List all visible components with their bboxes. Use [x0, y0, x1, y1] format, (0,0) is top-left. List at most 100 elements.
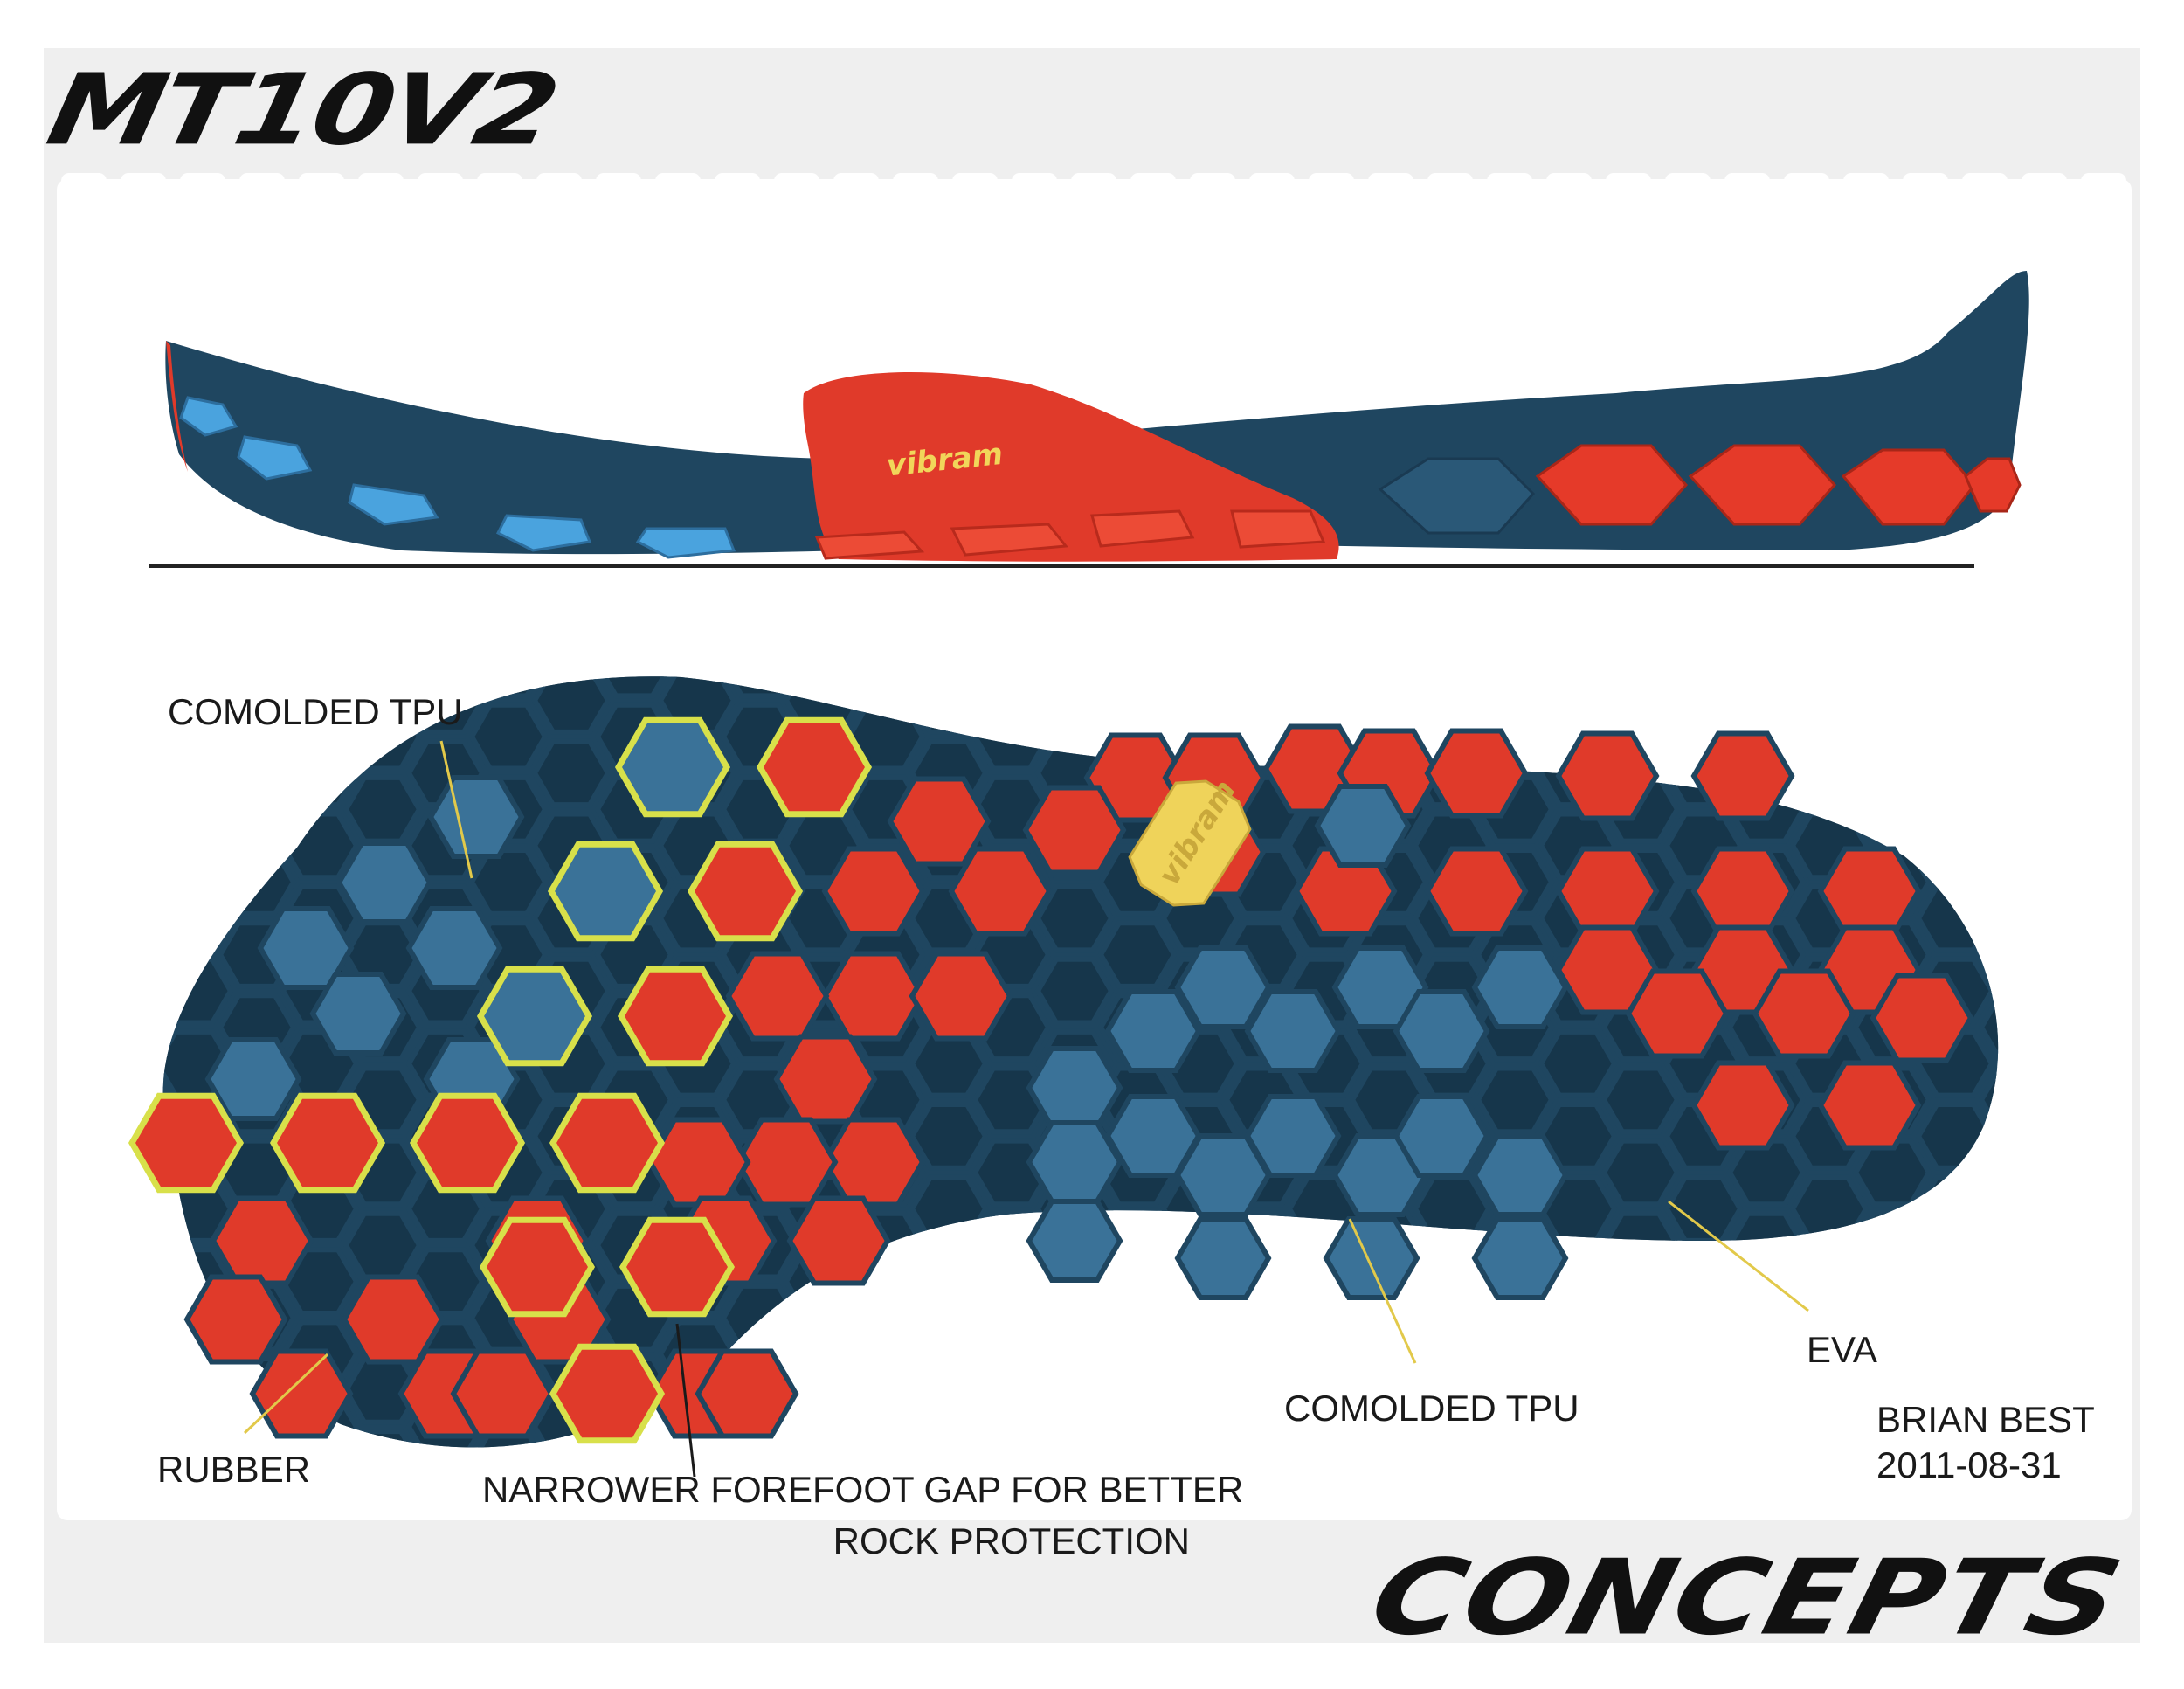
frame-scallop [1665, 173, 1711, 189]
rubber-lug [1817, 846, 1922, 937]
frame-scallop [299, 173, 344, 189]
frame-scallop [596, 173, 641, 189]
side-forefoot-lugs [1378, 444, 2022, 535]
frame-scallop [1724, 173, 1770, 189]
rubber-lug [1817, 1060, 1922, 1151]
frame-scallop [833, 173, 879, 189]
tpu-lug [1174, 1216, 1272, 1300]
frame-scallop [1368, 173, 1413, 189]
texture-hex [1978, 993, 1999, 1063]
label-rubber: RUBBER [157, 1449, 311, 1490]
texture-hex [2170, 887, 2184, 951]
texture-hex [2170, 1322, 2184, 1386]
rubber-lug [1752, 968, 1856, 1059]
frame-scallop [536, 173, 582, 189]
tpu-lug [427, 775, 525, 859]
tpu-lug [1393, 1094, 1490, 1178]
leader-comolded-tpu-bottom [1348, 1218, 1417, 1364]
texture-hex [1600, 1138, 1681, 1208]
frame-scallop [1130, 173, 1176, 189]
texture-hex [909, 1028, 989, 1098]
rubber-lug [948, 846, 1053, 937]
rubber-lug [1690, 846, 1795, 937]
rubber-lug [887, 776, 992, 867]
rubber-lug [786, 1195, 891, 1286]
texture-hex [657, 676, 737, 735]
frame-scallop [1012, 173, 1057, 189]
tpu-lug [1026, 1046, 1123, 1130]
highlighted-rubber-lug [479, 1216, 596, 1318]
rubber-lug [909, 951, 1013, 1042]
frame-scallop [358, 173, 404, 189]
tpu-lug [1393, 989, 1490, 1073]
frame-scallop [1071, 173, 1116, 189]
rubber-lug [1690, 1060, 1795, 1151]
author-date: 2011-08-31 [1876, 1444, 2062, 1485]
frame-scallop [180, 173, 225, 189]
frame-scallop [121, 173, 166, 189]
highlighted-rubber-lug [269, 1092, 386, 1194]
tpu-lug [1471, 945, 1569, 1029]
rubber-lug [1555, 730, 1660, 821]
texture-hex [2170, 959, 2184, 1023]
frame-scallop [774, 173, 819, 189]
rubber-lug [1022, 785, 1127, 876]
texture-hex [2170, 668, 2184, 732]
highlighted-rubber-lug [409, 1092, 526, 1194]
leader-rubber [243, 1353, 329, 1435]
tpu-lug [204, 1037, 302, 1121]
rubber-lug [210, 1195, 314, 1286]
frame-scallop [1249, 173, 1295, 189]
texture-hex [2170, 741, 2184, 805]
side-midsole-red-edge [166, 341, 188, 472]
rubber-lug [646, 1117, 751, 1208]
texture-hex [1978, 1065, 1999, 1135]
rubber-lug [821, 846, 926, 937]
texture-hex [1034, 883, 1115, 953]
author-name: BRIAN BEST [1876, 1399, 2095, 1440]
texture-hex [1726, 1138, 1807, 1208]
label-comolded-tpu-top: COMOLDED TPU [168, 691, 463, 732]
texture-hex [468, 702, 549, 772]
highlighted-rubber-lug [128, 1092, 245, 1194]
rubber-lug [1870, 973, 1974, 1063]
frame-scallop [1427, 173, 1473, 189]
rubber-lug [183, 1274, 288, 1365]
rubber-lug [821, 1117, 926, 1208]
frame-scallop [1962, 173, 2008, 189]
highlighted-tpu-lug [476, 966, 593, 1067]
rubber-lug [1424, 846, 1529, 937]
rubber-lug [450, 1348, 555, 1439]
texture-hex [1034, 956, 1115, 1026]
highlighted-tpu-lug [614, 716, 731, 818]
highlighted-rubber-lug [617, 966, 734, 1067]
label-eva: EVA [1807, 1329, 1877, 1370]
frame-scallop [2081, 173, 2126, 189]
texture-hex [2170, 1468, 2184, 1532]
tpu-lug [405, 906, 503, 990]
rubber-lug [773, 1034, 878, 1125]
side-arch-wedge [803, 372, 1339, 562]
label-forefoot-gap-line1: NARROWER FOREFOOT GAP FOR BETTER [482, 1469, 1244, 1510]
texture-hex [909, 1102, 989, 1171]
rubber-lug [1555, 846, 1660, 937]
frame-scallop [1546, 173, 1592, 189]
frame-scallop [1190, 173, 1235, 189]
texture-hex [2170, 1395, 2184, 1459]
tpu-lug [335, 841, 433, 924]
tpu-lug [1174, 945, 1272, 1029]
tpu-lug [1244, 989, 1342, 1073]
label-forefoot-gap-line2: ROCK PROTECTION [833, 1520, 1190, 1561]
rubber-lug [1424, 728, 1529, 819]
highlighted-tpu-lug [547, 841, 664, 942]
frame-scallop [239, 173, 285, 189]
frame-scallops [61, 173, 2126, 189]
concepts-title: CONCEPTS [1358, 1537, 2134, 1659]
rubber-lug [734, 1117, 839, 1208]
texture-hex [2170, 1249, 2184, 1313]
rubber-lug [695, 1348, 799, 1439]
tpu-lug [1471, 1216, 1569, 1300]
leader-forefoot-gap [675, 1323, 696, 1478]
rubber-lug [249, 1348, 354, 1439]
